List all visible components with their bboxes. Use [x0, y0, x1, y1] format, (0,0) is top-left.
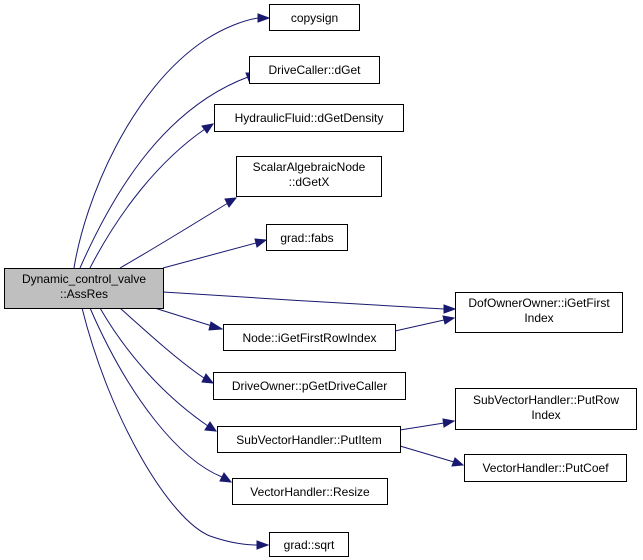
node-hydraulicfluid-dgetdensity-label: HydraulicFluid::dGetDensity [235, 111, 384, 125]
node-vectorhandler-putcoef-label: VectorHandler::PutCoef [482, 461, 609, 475]
node-drivecaller-dget[interactable]: DriveCaller::dGet [249, 56, 380, 84]
node-root-line-2: ::AssRes [60, 287, 108, 301]
node-subvectorhandler-putrowindex[interactable]: SubVectorHandler::PutRow Index [455, 388, 637, 430]
node-vectorhandler-resize[interactable]: VectorHandler::Resize [232, 478, 388, 505]
node-dofownerowner-igetfirstindex-line-1: DofOwnerOwner::iGetFirst [468, 296, 610, 310]
node-grad-sqrt[interactable]: grad::sqrt [269, 532, 349, 557]
node-node-igetfirstrowindex[interactable]: Node::iGetFirstRowIndex [223, 324, 396, 351]
node-vectorhandler-resize-label: VectorHandler::Resize [250, 485, 370, 499]
node-subvectorhandler-putitem[interactable]: SubVectorHandler::PutItem [217, 426, 401, 453]
edge-root-to-grad-sqrt [81, 307, 270, 550]
edge-node-to-dofownerowner-igetfirstindex [394, 315, 456, 332]
node-copysign-label: copysign [291, 11, 338, 25]
node-dofownerowner-igetfirstindex[interactable]: DofOwnerOwner::iGetFirst Index [455, 292, 623, 333]
edge-root-to-vectorhandler-resize [89, 307, 233, 483]
edge-putitem-to-putrowindex [399, 418, 456, 431]
node-subvectorhandler-putrowindex-line-2: Index [531, 408, 560, 422]
node-scalaralgebraicnode-dgetx-line-2: ::dGetX [289, 175, 330, 189]
edge-root-to-driveowner-pgetdrivecaller [119, 307, 215, 384]
edge-root-to-scalaralgebraicnode-dgetx [119, 197, 238, 269]
edge-root-to-hydraulicfluid-dgetdensity [89, 123, 215, 269]
edge-putitem-to-putcoef [399, 445, 465, 467]
edge-root-to-grad-fabs [162, 238, 268, 269]
node-grad-fabs[interactable]: grad::fabs [266, 224, 348, 251]
node-hydraulicfluid-dgetdensity[interactable]: HydraulicFluid::dGetDensity [214, 104, 404, 132]
node-copysign[interactable]: copysign [269, 4, 360, 31]
node-dofownerowner-igetfirstindex-line-2: Index [524, 311, 553, 325]
node-scalaralgebraicnode-dgetx[interactable]: ScalarAlgebraicNode ::dGetX [236, 156, 382, 197]
node-grad-fabs-label: grad::fabs [280, 231, 333, 245]
node-grad-sqrt-label: grad::sqrt [284, 538, 335, 552]
edge-root-to-subvectorhandler-putitem [99, 307, 217, 432]
node-driveowner-pgetdrivecaller-label: DriveOwner::pGetDriveCaller [232, 379, 387, 393]
node-driveowner-pgetdrivecaller[interactable]: DriveOwner::pGetDriveCaller [213, 372, 406, 400]
node-vectorhandler-putcoef[interactable]: VectorHandler::PutCoef [464, 454, 627, 482]
edge-root-to-dofownerowner-igetfirstindex [162, 291, 457, 314]
nodes: Dynamic_control_valve ::AssRes copysign … [4, 4, 637, 557]
edges [73, 13, 465, 550]
node-root[interactable]: Dynamic_control_valve ::AssRes [4, 268, 164, 309]
node-root-line-1: Dynamic_control_valve [22, 272, 146, 286]
node-subvectorhandler-putrowindex-line-1: SubVectorHandler::PutRow [473, 393, 619, 407]
edge-root-to-copysign [73, 13, 271, 269]
node-scalaralgebraicnode-dgetx-line-1: ScalarAlgebraicNode [253, 160, 366, 174]
node-subvectorhandler-putitem-label: SubVectorHandler::PutItem [236, 433, 381, 447]
node-drivecaller-dget-label: DriveCaller::dGet [268, 63, 361, 77]
node-node-igetfirstrowindex-label: Node::iGetFirstRowIndex [242, 331, 376, 345]
